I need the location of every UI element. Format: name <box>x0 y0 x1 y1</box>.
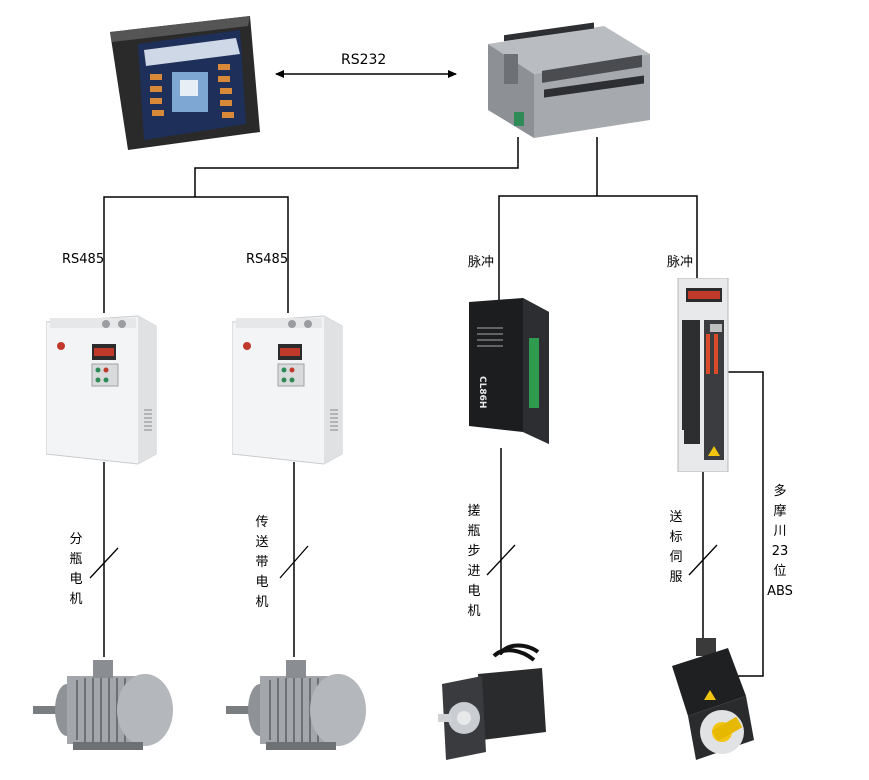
encoder-label: 多 摩 川 23 位 ABS <box>767 484 793 599</box>
cable-slash-3 <box>486 544 516 576</box>
drive-pulse-branch <box>498 195 698 300</box>
ac-motor-1 <box>33 656 175 754</box>
cable-slash-1 <box>89 547 119 579</box>
rs485-label-1: RS485 <box>62 252 105 267</box>
motor1-label: 分 瓶 电 机 <box>69 532 83 607</box>
plc-controller <box>484 14 654 140</box>
vfd-bus-branch <box>103 196 289 313</box>
ac-motor-2 <box>226 656 368 754</box>
vfd-2 <box>231 314 344 466</box>
hmi-touchscreen <box>100 14 262 152</box>
stepper-brand-text: CL86H <box>477 376 487 409</box>
rs232-label: RS232 <box>341 52 387 68</box>
rs485-label-2: RS485 <box>246 252 289 267</box>
stepper-motor <box>438 640 550 764</box>
encoder-cable <box>726 371 764 677</box>
vfd-bus-wire <box>194 137 519 197</box>
pulse-label-stepper: 脉冲 <box>468 255 495 270</box>
stepper-driver: CL86H <box>463 298 553 448</box>
cable-slash-4 <box>688 544 718 576</box>
pulse-label-servo: 脉冲 <box>667 255 694 270</box>
stepper-motor-label: 搓 瓶 步 进 电 机 <box>467 504 481 619</box>
motor2-label: 传 送 带 电 机 <box>255 515 269 610</box>
servo-motor-label: 送 标 伺 服 <box>669 510 683 585</box>
vfd-1 <box>45 314 158 466</box>
servo-drive <box>676 277 732 473</box>
cable-slash-2 <box>279 545 309 579</box>
servo-motor <box>666 636 762 766</box>
